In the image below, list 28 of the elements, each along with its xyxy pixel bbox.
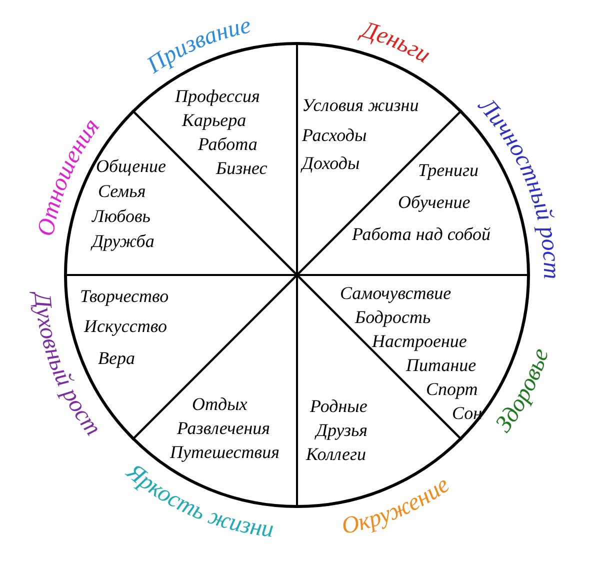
list-item: Дружба <box>92 230 154 251</box>
list-item: Творчество <box>80 286 169 306</box>
list-item: Общение <box>96 156 166 176</box>
list-item: Трениги <box>418 160 479 180</box>
list-item: Коллеги <box>306 444 366 464</box>
list-item: Работа <box>198 134 258 154</box>
list-item: Питание <box>406 355 476 375</box>
list-item: Развлечения <box>176 418 270 438</box>
list-item: Искусство <box>84 316 167 336</box>
list-item: Отдых <box>192 394 248 414</box>
list-item: Родные <box>310 396 368 416</box>
list-item: Путешествия <box>170 442 280 462</box>
list-item: Бизнес <box>216 158 268 178</box>
list-item: Настроение <box>372 331 467 351</box>
list-item: Друзья <box>316 420 368 440</box>
list-item: Самочувствие <box>340 283 452 303</box>
list-item: Профессия <box>174 86 260 106</box>
category-label: Деньги <box>358 17 435 69</box>
list-item: Вера <box>98 348 135 368</box>
list-item: Карьера <box>182 110 246 130</box>
list-item: Работа над собой <box>352 224 490 244</box>
list-item: Спорт <box>426 379 478 399</box>
list-item: Бодрость <box>355 307 431 327</box>
list-item: Расходы <box>302 125 367 145</box>
list-item: Семья <box>98 180 146 201</box>
list-item: Доходы <box>302 153 360 173</box>
list-item: Условия жизни <box>302 95 419 115</box>
list-item: Обучение <box>398 192 470 212</box>
